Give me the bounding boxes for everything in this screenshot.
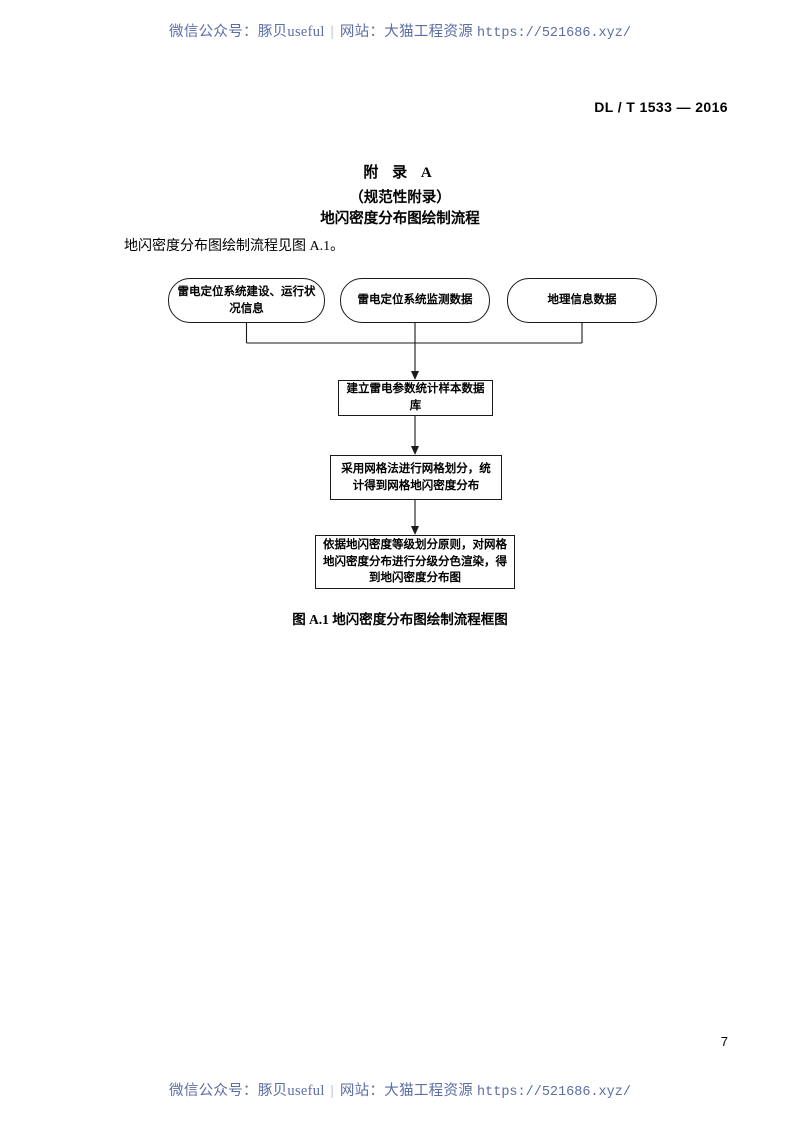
flow-node-step-3: 依据地闪密度等级划分原则，对网格地闪密度分布进行分级分色渲染，得到地闪密度分布图 bbox=[315, 535, 515, 589]
watermark-separator-bottom: | bbox=[330, 1083, 334, 1099]
page-title-annex-label: 附 录 A bbox=[363, 165, 437, 181]
page-title-annex-kind: （规范性附录） bbox=[349, 190, 451, 206]
flow-node-step-1: 建立雷电参数统计样本数据库 bbox=[338, 380, 493, 416]
watermark-wechat-label-bottom: 微信公众号：豚贝useful bbox=[169, 1083, 325, 1099]
watermark-bottom: 微信公众号：豚贝useful | 网站：大猫工程资源 https://521686.… bbox=[0, 1079, 800, 1100]
arrowhead-to-step-1 bbox=[411, 371, 419, 380]
watermark-site-label-bottom: 网站：大猫工程资源 bbox=[339, 1083, 474, 1099]
page-title-annex-name: 地闪密度分布图绘制流程 bbox=[320, 211, 480, 227]
watermark-wechat-label: 微信公众号：豚贝useful bbox=[169, 24, 325, 40]
flow-node-step-2: 采用网格法进行网格划分，统计得到网格地闪密度分布 bbox=[330, 455, 502, 500]
watermark-top: 微信公众号：豚贝useful | 网站：大猫工程资源 https://521686.… bbox=[0, 20, 800, 41]
watermark-site-label: 网站：大猫工程资源 bbox=[339, 24, 474, 40]
page-number: 7 bbox=[720, 1034, 728, 1049]
flow-node-source-2: 雷电定位系统监测数据 bbox=[340, 278, 490, 323]
watermark-url-bottom: https://521686.xyz/ bbox=[477, 1085, 631, 1100]
flow-node-source-3: 地理信息数据 bbox=[507, 278, 657, 323]
watermark-separator: | bbox=[330, 24, 334, 40]
arrowhead-to-step-2 bbox=[411, 446, 419, 455]
figure-caption: 图 A.1 地闪密度分布图绘制流程框图 bbox=[292, 612, 508, 627]
arrowhead-to-step-3 bbox=[411, 526, 419, 535]
standard-number: DL / T 1533 — 2016 bbox=[594, 99, 728, 115]
flow-node-source-1: 雷电定位系统建设、运行状况信息 bbox=[168, 278, 325, 323]
watermark-url: https://521686.xyz/ bbox=[477, 26, 631, 41]
intro-paragraph: 地闪密度分布图绘制流程见图 A.1。 bbox=[124, 239, 345, 254]
